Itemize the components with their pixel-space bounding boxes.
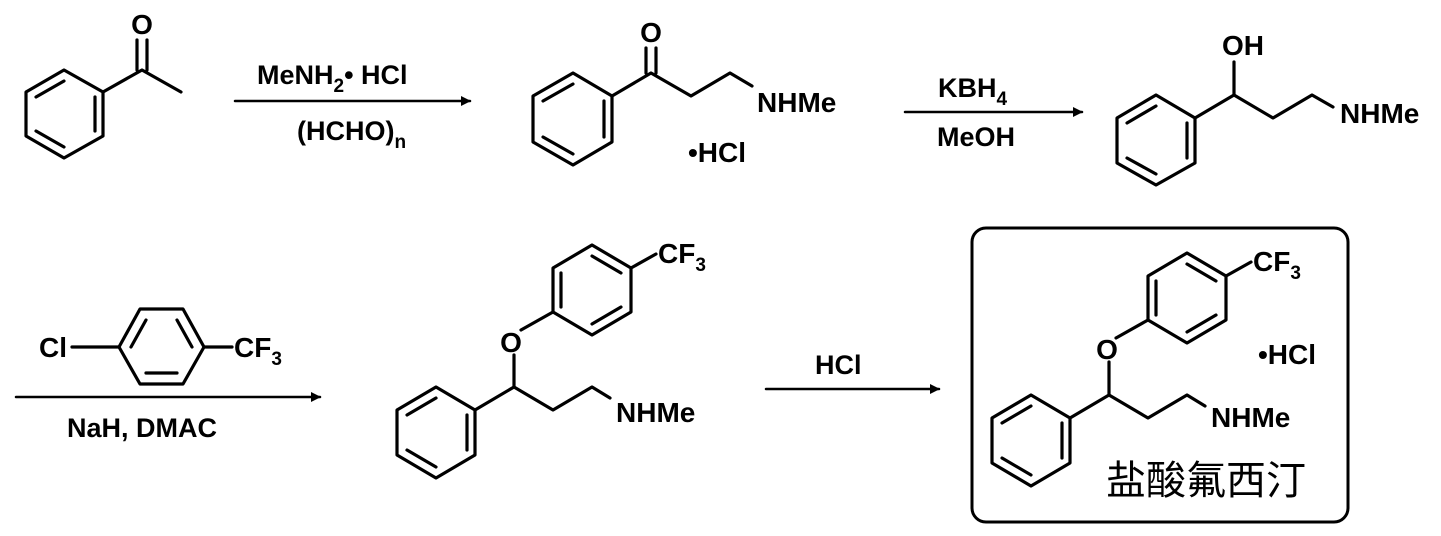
reagent-hcl: HCl [815, 350, 862, 380]
reaction-arrow-1: MeNH2• HCl (HCHO)n [233, 60, 472, 153]
acetophenone-structure: O [24, 9, 183, 160]
trifluoromethyl-label: CF3 [658, 238, 706, 276]
reaction-arrow-2: KBH4 MeOH [903, 73, 1084, 152]
amine-label: NHMe [1211, 402, 1290, 433]
reagent-paraformaldehyde: (HCHO)n [297, 116, 406, 153]
trifluoromethylphenyl-ring [1146, 251, 1228, 345]
hydroxyl-label: OH [1222, 30, 1264, 61]
product-name: 盐酸氟西汀 [1106, 458, 1306, 504]
product-box: O NHMe CF3 •HCl 盐酸氟西汀 [970, 226, 1350, 524]
trifluoromethyl-label: CF3 [1253, 246, 1301, 284]
benzene-ring [1115, 93, 1197, 187]
amine-label: NHMe [757, 87, 836, 118]
ether-oxygen-label: O [1096, 334, 1118, 365]
hcl-salt-label: •HCl [688, 137, 746, 168]
amine-label: NHMe [616, 397, 695, 428]
fluoxetine-hcl-structure: O NHMe CF3 •HCl [990, 246, 1316, 488]
trifluoromethylphenyl-ring [551, 243, 633, 337]
reagent-methanol: MeOH [937, 122, 1015, 152]
chlorine-label: Cl [39, 332, 67, 363]
reagent-potassium-borohydride: KBH4 [938, 73, 1008, 110]
trifluoromethyl-label: CF3 [234, 332, 282, 370]
reaction-arrow-4: HCl [764, 350, 941, 394]
reagent-nah-dmac: NaH, DMAC [67, 413, 217, 443]
phenyl-ring [395, 385, 477, 480]
ether-oxygen-label: O [500, 327, 522, 358]
phenyl-ring [990, 393, 1072, 488]
benzene-ring [24, 68, 105, 160]
benzene-ring [531, 71, 614, 167]
reaction-arrow-3: Cl CF3 NaH, DMAC [14, 307, 322, 443]
reagent-methylamine-hcl: MeNH2• HCl [257, 60, 408, 97]
ketone-oxygen-label: O [640, 17, 662, 48]
chloro-benzotrifluoride-structure: Cl CF3 [39, 307, 282, 386]
mannich-ketone-structure: O NHMe •HCl [531, 17, 836, 168]
hcl-salt-label: •HCl [1258, 339, 1316, 370]
amino-alcohol-structure: OH NHMe [1115, 30, 1419, 187]
fluoxetine-base-structure: O NHMe CF3 [395, 238, 706, 480]
carbonyl-oxygen-label: O [131, 9, 153, 40]
amine-label: NHMe [1340, 98, 1419, 129]
